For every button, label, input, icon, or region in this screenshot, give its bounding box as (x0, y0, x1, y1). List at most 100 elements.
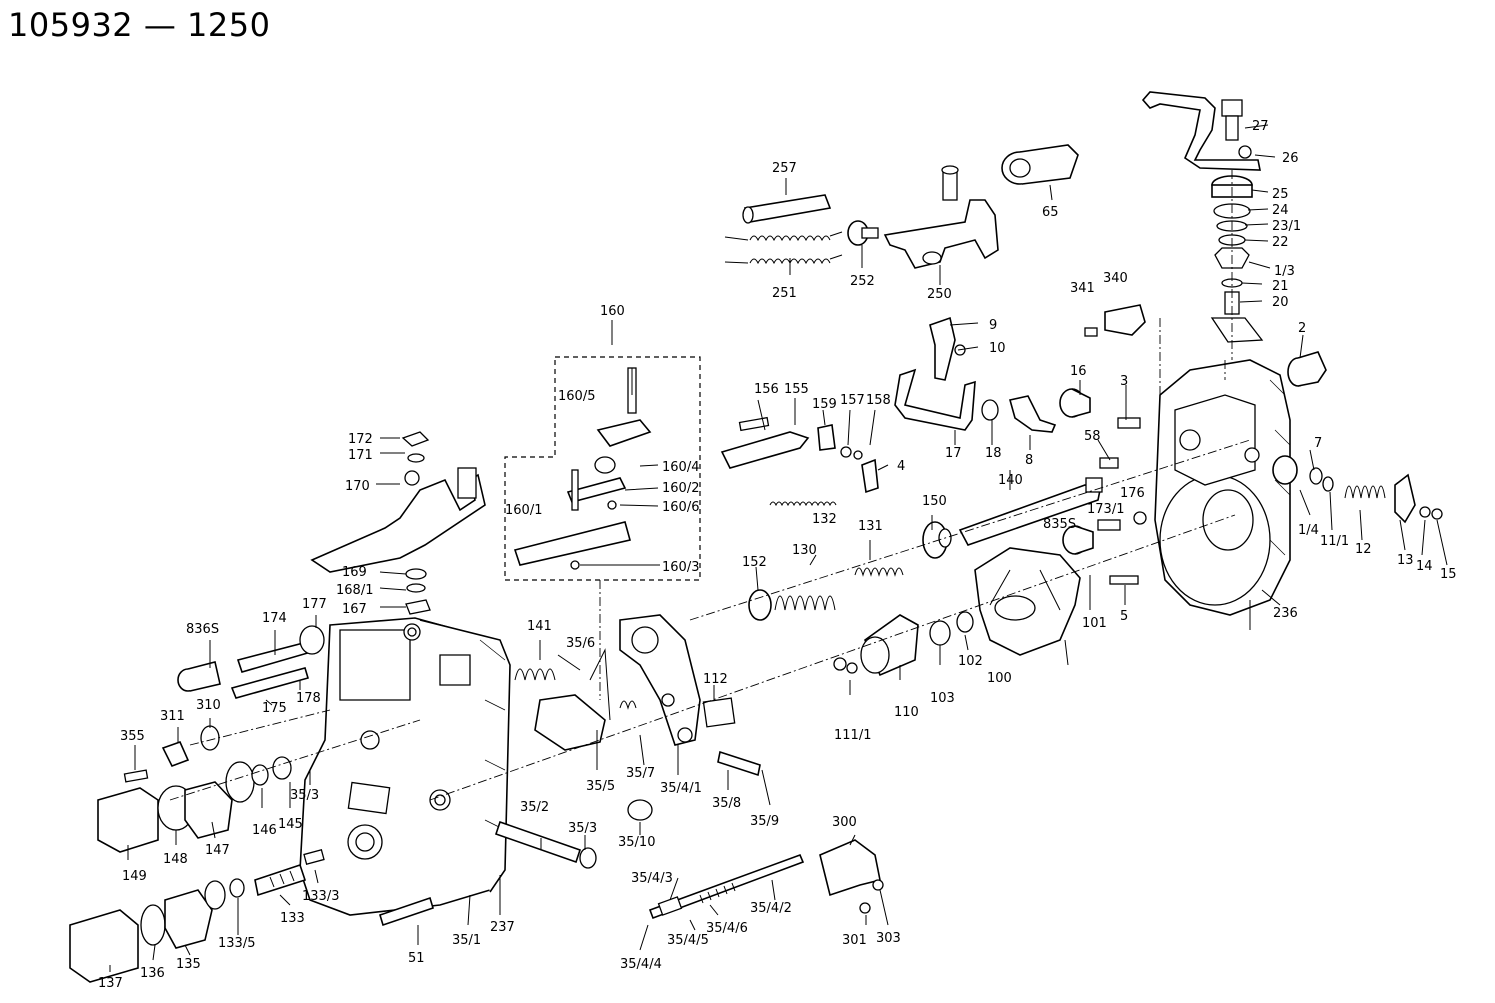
part-label-5: 5 (1120, 609, 1128, 624)
part-label-35-8: 35/8 (712, 796, 741, 811)
part-label-35-4-3: 35/4/3 (631, 871, 673, 886)
part-label-20: 20 (1272, 295, 1289, 310)
drawing-number-title: 105932 — 1250 (8, 6, 271, 44)
spring-130-152 (748, 589, 836, 621)
part-label-1-3: 1/3 (1274, 264, 1295, 279)
bracket-17 (894, 316, 976, 431)
part-label-341: 341 (1070, 281, 1095, 296)
part-label-173-1: 173/1 (1087, 502, 1124, 517)
governor-housing-236 (1154, 359, 1291, 616)
part-label-35-4-6: 35/4/6 (706, 921, 748, 936)
part-label-146: 146 (252, 823, 277, 838)
part-label-23-1: 23/1 (1272, 219, 1301, 234)
part-label-159: 159 (812, 397, 837, 412)
part-label-140: 140 (998, 473, 1023, 488)
part-label-8: 8 (1025, 453, 1033, 468)
part-label-10: 10 (989, 341, 1006, 356)
screws-174-175 (230, 625, 325, 699)
part-label-237: 237 (490, 920, 515, 935)
part-label-112: 112 (703, 672, 728, 687)
part-label-155: 155 (784, 382, 809, 397)
part-label-141: 141 (527, 619, 552, 634)
part-label-145: 145 (278, 817, 303, 832)
spring-141 (514, 668, 556, 681)
part-label-157: 157 (840, 393, 865, 408)
part-label-147: 147 (205, 843, 230, 858)
part-label-15: 15 (1440, 567, 1457, 582)
part-label-252: 252 (850, 274, 875, 289)
leader-lines (109, 124, 1448, 972)
part-label-257: 257 (772, 161, 797, 176)
part-label-167: 167 (342, 602, 367, 617)
cam-lever-35 (534, 614, 761, 821)
parts-137-136-135 (69, 878, 245, 983)
part-label-160: 160 (600, 304, 625, 319)
part-label-137: 137 (98, 976, 123, 991)
part-label-35-4-2: 35/4/2 (750, 901, 792, 916)
part-label-169: 169 (342, 565, 367, 580)
part-label-301: 301 (842, 933, 867, 948)
part-label-17: 17 (945, 446, 962, 461)
part-label-35-7: 35/7 (626, 766, 655, 781)
part-label-340: 340 (1103, 271, 1128, 286)
parts-311-310-355 (123, 725, 220, 783)
sleeve-65 (1001, 144, 1079, 185)
part-label-11-1: 11/1 (1320, 534, 1349, 549)
part-label-7: 7 (1314, 436, 1322, 451)
rod-35-4 (648, 853, 805, 920)
part-label-355: 355 (120, 729, 145, 744)
part-label-160-2: 160/2 (662, 481, 699, 496)
part-label-35-9: 35/9 (750, 814, 779, 829)
springs-251-257 (724, 194, 843, 265)
part-label-12: 12 (1355, 542, 1372, 557)
part-label-35-4-5: 35/4/5 (667, 933, 709, 948)
part-label-160-3: 160/3 (662, 560, 699, 575)
part-label-9: 9 (989, 318, 997, 333)
part-label-160-5: 160/5 (558, 389, 595, 404)
part-label-18: 18 (985, 446, 1002, 461)
part-label-148: 148 (163, 852, 188, 867)
part-label-35-6: 35/6 (566, 636, 595, 651)
flyweights-100 (974, 547, 1081, 656)
part-label-58: 58 (1084, 429, 1101, 444)
part-label-160-6: 160/6 (662, 500, 699, 515)
part-label-150: 150 (922, 494, 947, 509)
alignment-lines (169, 170, 1251, 801)
part-label-1-4: 1/4 (1298, 523, 1319, 538)
plug-836S (177, 661, 221, 692)
part-label-102: 102 (958, 654, 983, 669)
part-drawings (69, 91, 1448, 983)
part-label-152: 152 (742, 555, 767, 570)
part-label-300: 300 (832, 815, 857, 830)
parts-173-176-5 (1097, 511, 1147, 585)
part-label-110: 110 (894, 705, 919, 720)
part-label-26: 26 (1282, 151, 1299, 166)
part-label-168-1: 168/1 (336, 583, 373, 598)
part-label-171: 171 (348, 448, 373, 463)
part-label-251: 251 (772, 286, 797, 301)
part-label-3: 3 (1120, 374, 1128, 389)
bracket-300 (819, 839, 884, 914)
part-label-51: 51 (408, 951, 425, 966)
part-label-170: 170 (345, 479, 370, 494)
part-label-160-4: 160/4 (662, 460, 699, 475)
part-label-22: 22 (1272, 235, 1289, 250)
part-label-103: 103 (930, 691, 955, 706)
part-label-158: 158 (866, 393, 891, 408)
part-label-176: 176 (1120, 486, 1145, 501)
lever-assembly-26 (1141, 91, 1264, 343)
part-label-303: 303 (876, 931, 901, 946)
part-label-35-3a: 35/3 (290, 788, 319, 803)
part-label-835s: 835S (1043, 517, 1076, 532)
screw-51 (379, 896, 434, 927)
link-155 (720, 416, 879, 507)
part-label-311: 311 (160, 709, 185, 724)
parts-7-15 (1272, 455, 1443, 524)
part-label-35-2: 35/2 (520, 800, 549, 815)
part-label-136: 136 (140, 966, 165, 981)
part-label-35-4-1: 35/4/1 (660, 781, 702, 796)
part-label-100: 100 (987, 671, 1012, 686)
lever-250 (847, 165, 999, 269)
